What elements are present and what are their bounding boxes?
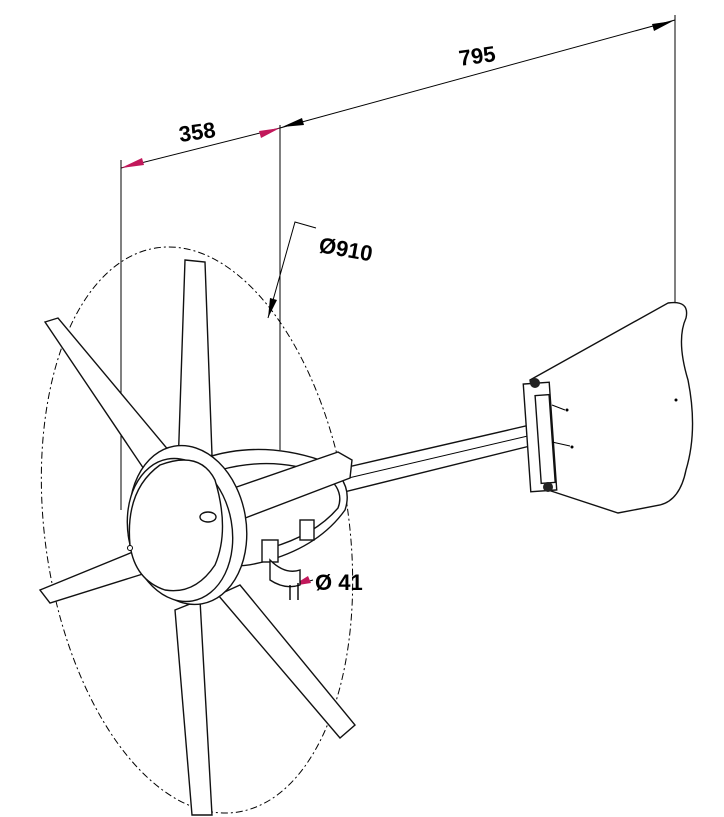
dimension-795 [279,19,676,129]
dimension-label-795: 795 [457,41,497,71]
rotor-sweep-circle [40,246,354,814]
blade-bottom-inner [174,598,213,816]
arrow-head [259,128,280,138]
blade-bottom [216,584,356,739]
dimension-label-mast-diameter: Ø 41 [315,570,363,595]
hub-spinner [126,444,248,606]
tail-boom [334,424,535,494]
arrow-head [282,118,304,127]
arrow-head [121,158,144,168]
blade-top [177,259,213,470]
tail-vane [522,301,694,514]
arrow-head [652,21,673,31]
leader-rotor-diameter [267,221,317,319]
dimension-358 [120,127,281,169]
dimension-label-rotor-diameter: Ø910 [317,232,374,266]
dimension-label-358: 358 [177,117,217,147]
